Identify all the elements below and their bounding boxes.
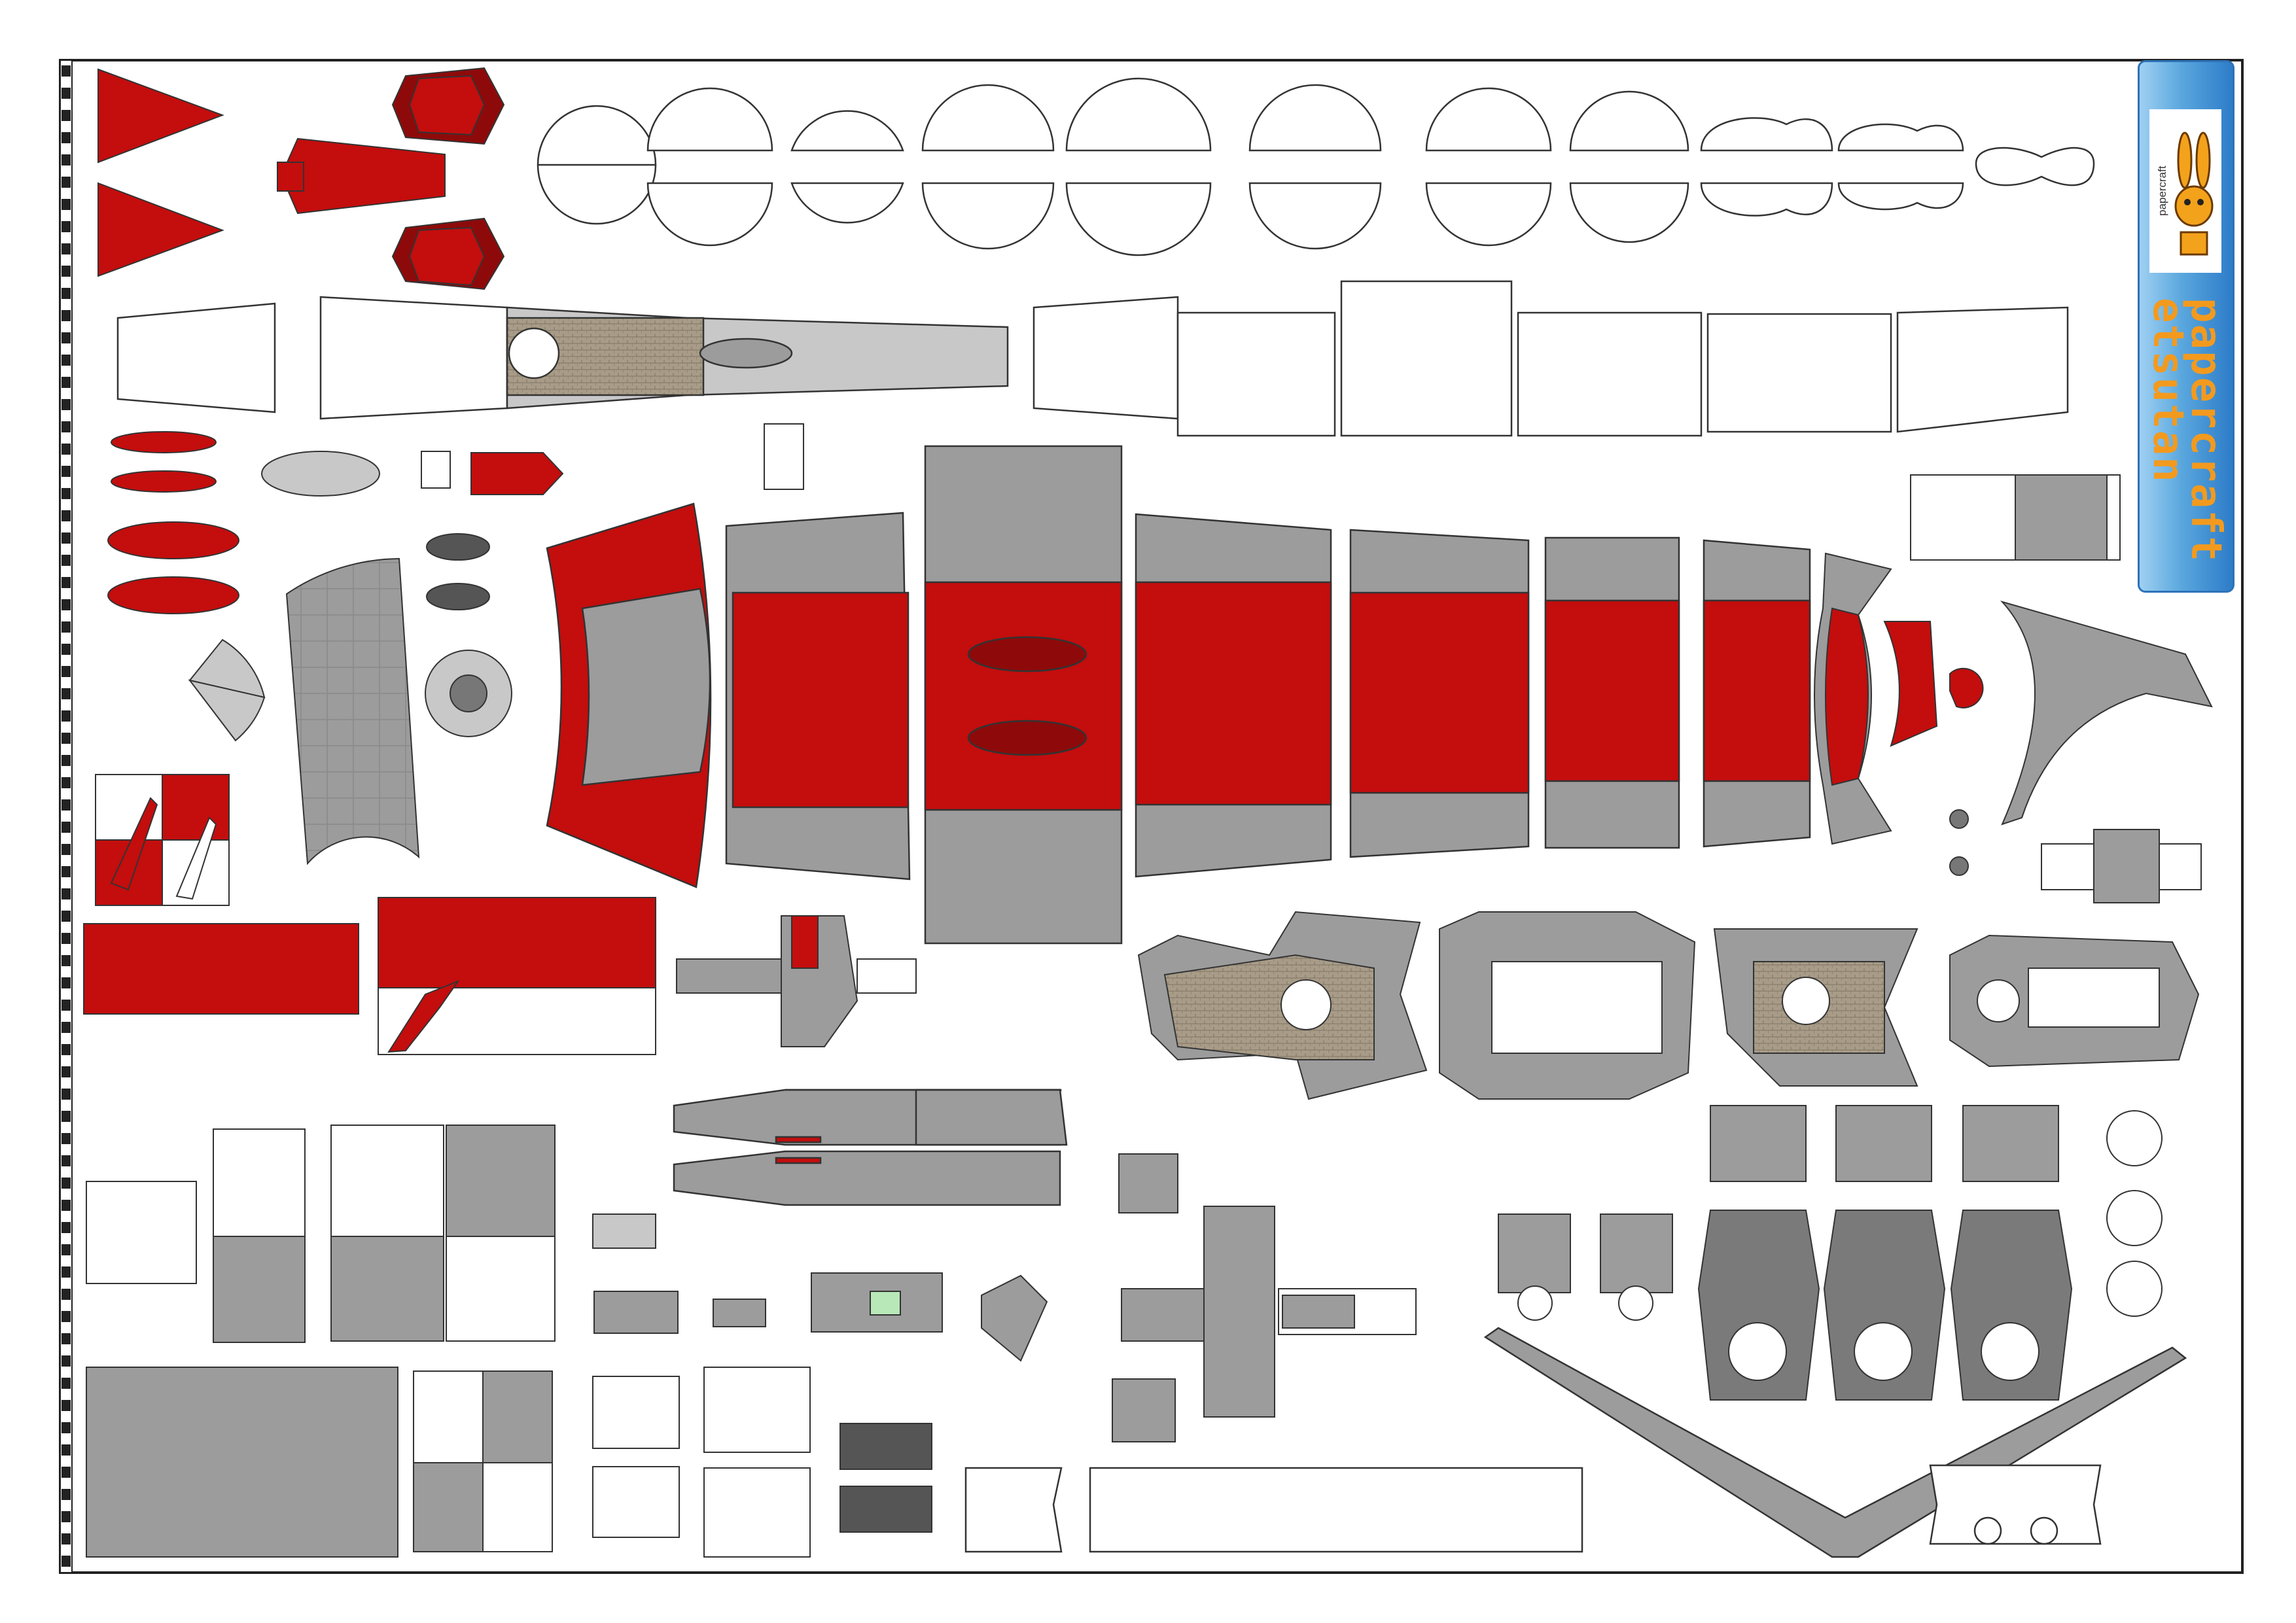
deck-plates: [1137, 911, 2200, 1100]
registration-mark: [62, 154, 71, 166]
registration-mark: [62, 1089, 71, 1100]
registration-mark: [62, 1333, 71, 1344]
registration-mark: [62, 733, 71, 744]
registration-mark: [62, 1222, 71, 1233]
registration-mark: [62, 688, 71, 699]
registration-mark: [62, 888, 71, 899]
registration-mark: [62, 599, 71, 610]
sheet-frame: [59, 59, 2244, 1574]
registration-mark: [62, 644, 71, 655]
registration-mark: [62, 1422, 71, 1433]
registration-mark: [62, 1044, 71, 1055]
registration-mark: [62, 1000, 71, 1011]
registration-mark: [62, 1066, 71, 1077]
registration-mark: [62, 132, 71, 143]
small-red-pods: [107, 423, 804, 737]
registration-mark: [62, 310, 71, 321]
registration-mark: [62, 399, 71, 410]
registration-mark: [62, 1489, 71, 1500]
registration-mark: [62, 1355, 71, 1367]
registration-mark: [62, 88, 71, 99]
bow-jaw-parts: [1814, 474, 2213, 903]
registration-mark: [62, 844, 71, 855]
registration-mark: [62, 1178, 71, 1189]
side-hull-strips: [673, 1089, 1068, 1206]
registration-mark: [62, 977, 71, 988]
registration-mark: [62, 1511, 71, 1522]
registration-mark: [62, 866, 71, 877]
registration-mark: [62, 933, 71, 944]
registration-mark: [62, 1533, 71, 1544]
fin-tiles-red: [83, 774, 656, 1055]
registration-mark: [62, 288, 71, 299]
registration-mark: [62, 1289, 71, 1300]
registration-mark: [62, 110, 71, 121]
main-hull-panels: [546, 445, 1811, 945]
logo: papercraft: [2149, 109, 2221, 273]
registration-mark: [62, 799, 71, 811]
registration-mark: [62, 710, 71, 722]
keel-strip: [1483, 1327, 2187, 1558]
brand-panel: papercraft papercraft etsutan: [2138, 60, 2234, 593]
registration-mark: [62, 1244, 71, 1255]
registration-mark: [62, 1266, 71, 1278]
registration-mark: [62, 510, 71, 521]
fin-tiles-gray: [86, 1125, 556, 1558]
registration-mark: [62, 1311, 71, 1322]
rabbit-mascot-icon: [2174, 131, 2214, 256]
registration-mark: [62, 65, 71, 77]
fan-parts: [188, 557, 420, 865]
registration-mark: [62, 466, 71, 477]
brand-author: etsutan: [2144, 298, 2192, 483]
registration-mark: [62, 199, 71, 210]
registration-mark: [62, 1022, 71, 1033]
registration-mark: [62, 243, 71, 254]
registration-mark: [62, 955, 71, 966]
registration-mark: [62, 755, 71, 766]
registration-mark: [62, 911, 71, 922]
registration-mark: [62, 355, 71, 366]
upper-hull-strips: [116, 280, 2069, 437]
registration-mark: [62, 666, 71, 677]
registration-mark: [62, 532, 71, 544]
registration-mark: [62, 1133, 71, 1144]
registration-marks: [60, 60, 73, 1573]
registration-mark: [62, 1155, 71, 1166]
registration-mark: [62, 332, 71, 343]
registration-mark: [62, 421, 71, 432]
brand-title: papercraft: [2181, 298, 2230, 563]
registration-mark: [62, 1467, 71, 1478]
bottom-white-parts: [964, 1464, 2102, 1553]
registration-mark: [62, 1111, 71, 1122]
registration-mark: [62, 1444, 71, 1456]
registration-mark: [62, 266, 71, 277]
brand-text: papercraft etsutan: [2144, 298, 2230, 579]
registration-mark: [62, 1200, 71, 1211]
registration-mark: [62, 177, 71, 188]
registration-mark: [62, 777, 71, 788]
registration-mark: [62, 221, 71, 232]
registration-mark: [62, 822, 71, 833]
registration-mark: [62, 1556, 71, 1567]
hull-cross-sections: [537, 77, 2095, 256]
logo-caption: papercraft: [2156, 166, 2168, 217]
registration-mark: [62, 1378, 71, 1389]
registration-mark: [62, 488, 71, 499]
registration-mark: [62, 444, 71, 455]
small-gray-parts: [592, 1153, 1417, 1558]
registration-mark: [62, 577, 71, 588]
red-fin-parts: [97, 67, 505, 290]
turret-parts: [1498, 1105, 2163, 1401]
registration-mark: [62, 1400, 71, 1411]
registration-mark: [62, 621, 71, 633]
registration-mark: [62, 555, 71, 566]
forward-hull-parts: [676, 915, 917, 1047]
registration-mark: [62, 377, 71, 388]
